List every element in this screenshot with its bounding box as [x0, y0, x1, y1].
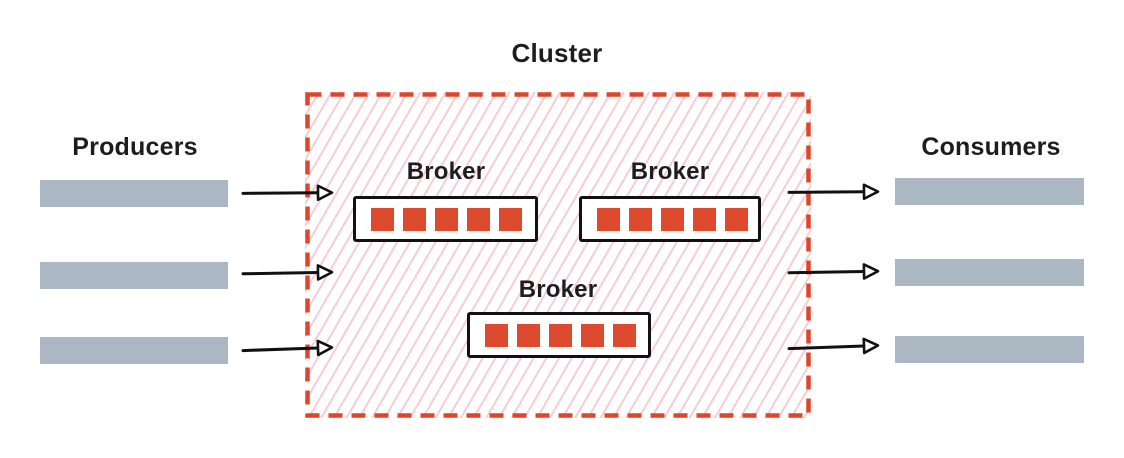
partition-square — [467, 207, 490, 231]
consumer-arrow-2 — [787, 263, 880, 280]
consumers-label: Consumers — [921, 133, 1061, 161]
consumer-arrow-3 — [787, 337, 880, 355]
consumer-bar-3 — [895, 336, 1084, 363]
consumer-arrow-1 — [787, 183, 880, 201]
cluster-boundary — [305, 92, 811, 418]
partition-square — [549, 323, 572, 347]
partition-square — [371, 207, 394, 231]
partition-square — [581, 323, 604, 347]
producer-arrow-2 — [241, 264, 334, 281]
producer-arrow-3 — [241, 339, 334, 357]
partition-square — [517, 323, 540, 347]
producers-label: Producers — [72, 133, 198, 161]
partition-square — [693, 207, 716, 231]
broker-label-3: Broker — [518, 276, 598, 303]
producer-bar-1 — [40, 180, 228, 207]
cluster-title: Cluster — [511, 38, 603, 68]
broker-box-1 — [353, 196, 538, 242]
partition-square — [403, 207, 426, 231]
broker-label-1: Broker — [406, 158, 486, 185]
producer-arrow-1 — [241, 184, 334, 202]
partition-square — [499, 207, 522, 231]
cluster-dashed-border — [305, 92, 811, 418]
broker-box-3 — [467, 312, 651, 358]
broker-box-2 — [579, 196, 761, 242]
broker-label-2: Broker — [630, 158, 710, 185]
producer-bar-3 — [40, 337, 228, 364]
partition-square — [597, 207, 620, 231]
consumer-bar-2 — [895, 259, 1084, 286]
partition-square — [629, 207, 652, 231]
producer-bar-2 — [40, 262, 228, 289]
partition-square — [661, 207, 684, 231]
partition-square — [725, 207, 748, 231]
partition-square — [485, 323, 508, 347]
partition-square — [435, 207, 458, 231]
consumer-bar-1 — [895, 178, 1084, 205]
partition-square — [613, 323, 636, 347]
